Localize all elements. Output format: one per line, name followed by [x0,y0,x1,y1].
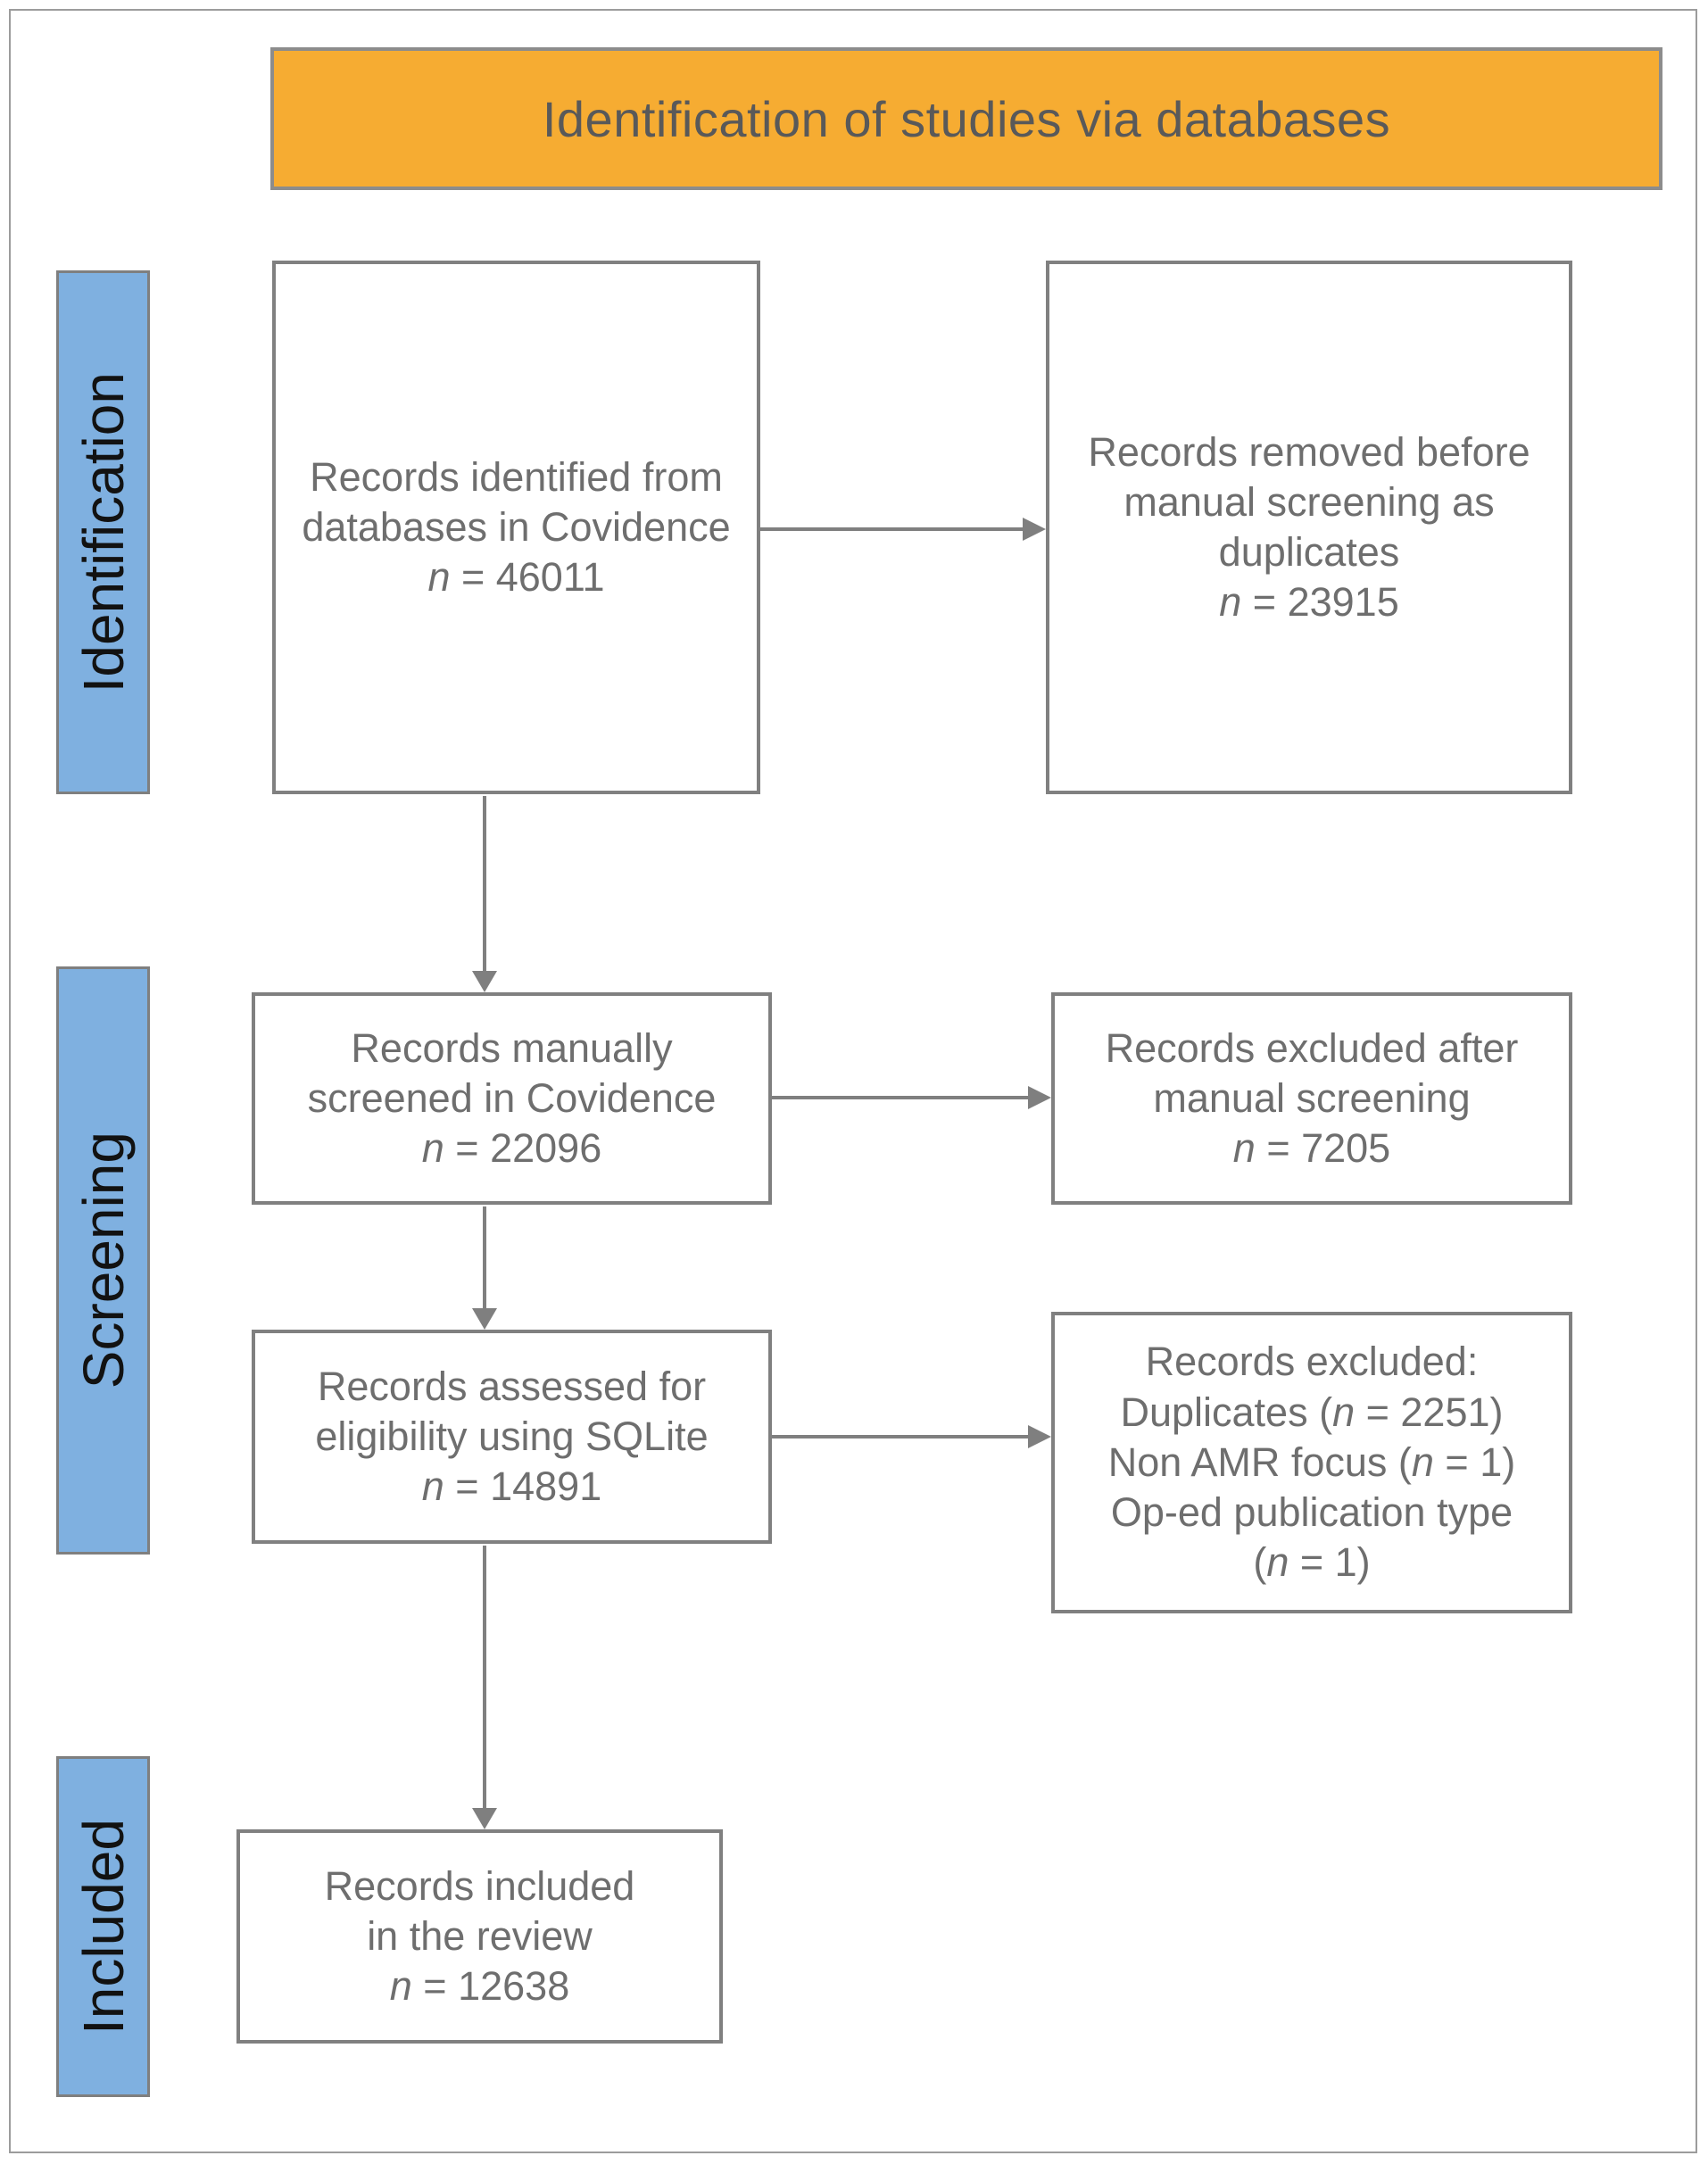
box-text-line: Records excluded after [1105,1024,1519,1071]
box-text-line: n = 7205 [1232,1125,1391,1172]
stage-label-screening: Screening [56,966,150,1555]
box-text-line: n = 46011 [427,554,605,601]
box-text-line: Records assessed for [317,1363,707,1409]
arrow-assessed-to-excluded [772,1425,1051,1448]
stage-label-included-text: Included [70,1819,136,2035]
box-text-line: in the review [367,1912,593,1959]
arrow-identified-to-removed [760,518,1046,541]
box-text-line: n = 14891 [421,1463,602,1510]
stage-label-screening-text: Screening [70,1132,136,1389]
arrow-identified-to-screened [472,796,497,992]
box-text-line: Non AMR focus (n = 1) [1107,1439,1516,1485]
box-records-excluded-eligibility: Records excluded:Duplicates (n = 2251)No… [1051,1312,1572,1613]
banner-title: Identification of studies via databases [542,90,1391,147]
box-text-line: Records manually [351,1024,673,1071]
box-text-line: Records included [324,1862,635,1909]
box-text-line: Records removed before [1088,428,1530,475]
box-text-line: n = 23915 [1219,579,1399,626]
arrow-screened-to-assessed [472,1206,497,1330]
stage-label-identification: Identification [56,270,150,794]
box-text-line: screened in Covidence [307,1074,717,1121]
box-text-line: Duplicates (n = 2251) [1120,1389,1504,1435]
box-text-line: n = 12638 [389,1963,570,2010]
box-text-line: duplicates [1218,529,1400,575]
box-text-line: Op-ed publication type [1110,1489,1513,1536]
header-banner: Identification of studies via databases [270,47,1662,190]
box-text-line: n = 22096 [421,1125,602,1172]
stage-label-identification-text: Identification [70,371,136,693]
box-text-line: manual screening [1153,1074,1471,1121]
stage-label-included: Included [56,1756,150,2097]
box-text-line: manual screening as [1123,478,1495,525]
box-text-line: databases in Covidence [302,503,731,550]
box-text-line: (n = 1) [1253,1539,1371,1586]
box-text-line: Records identified from [310,453,723,500]
box-text-line: Records excluded: [1145,1339,1479,1385]
box-text-line: eligibility using SQLite [315,1413,709,1459]
arrow-assessed-to-included [472,1546,497,1829]
arrow-screened-to-excluded [772,1086,1051,1109]
